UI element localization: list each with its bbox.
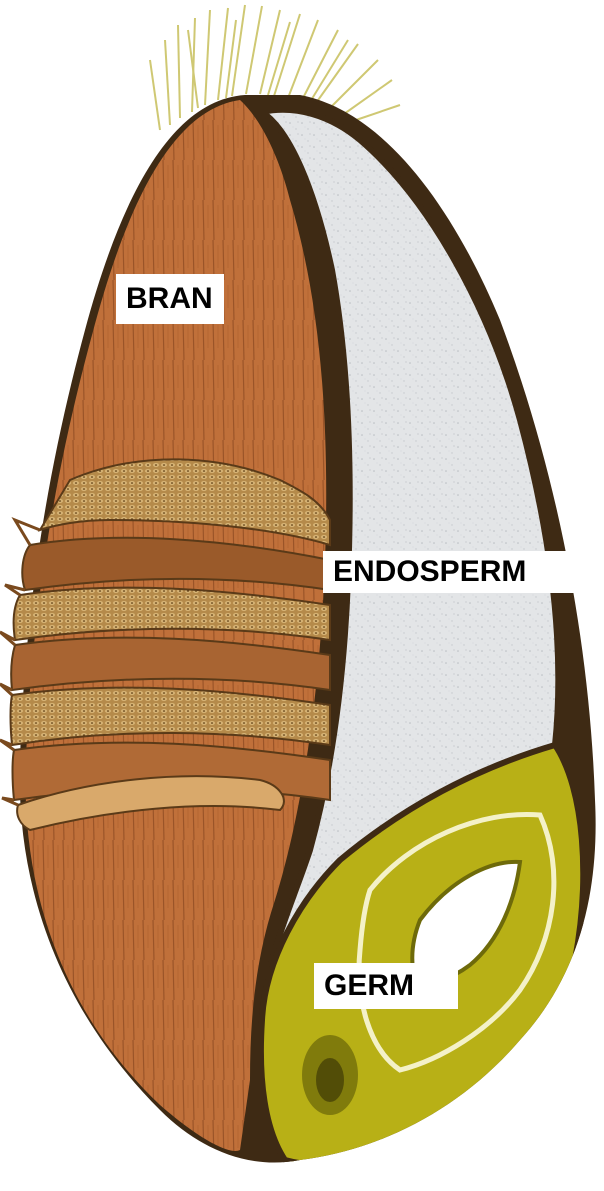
kernel-body: [0, 95, 596, 1165]
bran-label: BRAN: [116, 274, 224, 324]
endosperm-label: ENDOSPERM: [323, 551, 575, 593]
germ-label: GERM: [314, 963, 458, 1009]
germ-root-core: [316, 1058, 344, 1102]
